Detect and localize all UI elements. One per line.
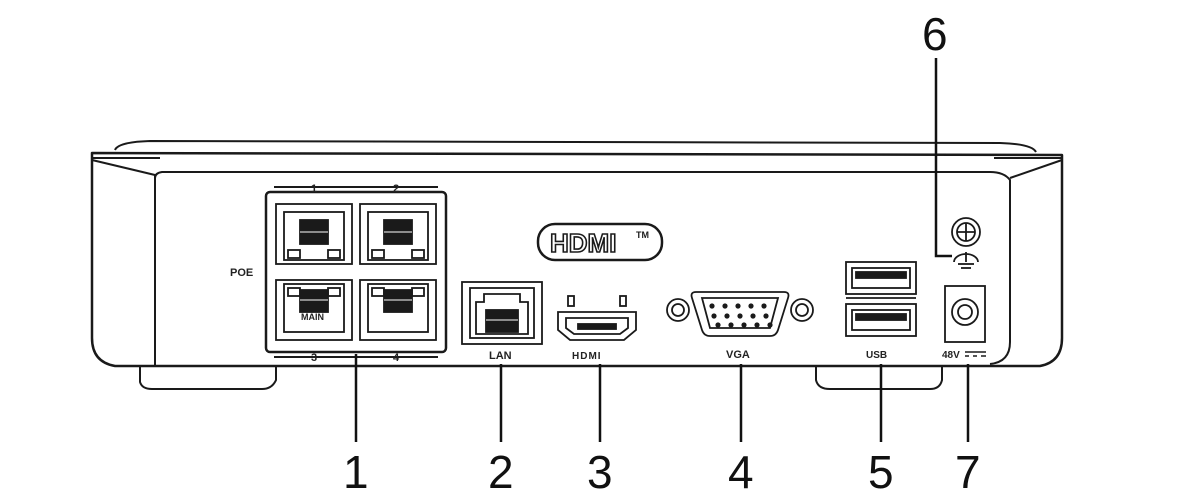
poe-label: POE: [230, 267, 253, 279]
ground-screw-icon: [951, 217, 981, 247]
vga-pin: [715, 322, 721, 328]
vga-pin: [748, 303, 754, 309]
vga-pin: [741, 322, 747, 328]
vga-pin: [767, 322, 773, 328]
hdmi-label: HDMI: [572, 351, 602, 362]
callout-6: 6: [922, 8, 948, 60]
vga-pin: [724, 313, 730, 319]
usb-ports: [845, 261, 917, 337]
poe-block-frame: [264, 190, 448, 354]
vga-pin: [763, 313, 769, 319]
vga-pin: [754, 322, 760, 328]
power-jack: [944, 285, 986, 343]
hdmi-port: [557, 295, 637, 341]
callout-4: 4: [728, 446, 754, 498]
lid-outline: [114, 140, 1037, 153]
poe-port-2: [359, 203, 437, 265]
ground-symbol-icon: [953, 252, 979, 269]
vga-pin: [750, 313, 756, 319]
vga-pins: [709, 303, 773, 328]
vga-pin: [711, 313, 717, 319]
power-label: 48V: [942, 350, 960, 361]
vga-port: [666, 291, 814, 337]
callout-7: 7: [955, 446, 981, 498]
foot-left: [139, 366, 277, 390]
housing-outer: [90, 151, 1064, 368]
callout-5: 5: [868, 446, 894, 498]
lan-port: [461, 281, 543, 345]
vga-pin: [735, 303, 741, 309]
callout-2: 2: [488, 446, 514, 498]
usb-label: USB: [866, 350, 887, 361]
vga-pin: [722, 303, 728, 309]
port-number-4: 4: [393, 352, 400, 364]
callout-3: 3: [587, 446, 613, 498]
dc-symbol-icon: [965, 351, 986, 357]
lan-label: LAN: [489, 350, 512, 362]
foot-right: [815, 366, 943, 390]
vga-pin: [737, 313, 743, 319]
hdmi-logo-text: HDMI: [550, 228, 616, 258]
poe-port-1: [275, 203, 353, 265]
poe-port-4: [359, 279, 437, 341]
poe-port-3: [275, 279, 353, 341]
vga-pin: [761, 303, 767, 309]
callout-1: 1: [343, 446, 369, 498]
hdmi-logo: HDMI TM: [536, 222, 664, 262]
main-label: MAIN: [301, 312, 324, 322]
vga-label: VGA: [726, 349, 750, 361]
port-number-2: 2: [393, 183, 399, 195]
hdmi-tm-mark: TM: [636, 230, 649, 240]
vga-pin: [728, 322, 734, 328]
housing-inner-panel: [154, 171, 1011, 365]
vga-pin: [709, 303, 715, 309]
port-number-1: 1: [311, 183, 317, 195]
port-number-3: 3: [311, 352, 317, 364]
leader-line-6: [934, 58, 952, 258]
